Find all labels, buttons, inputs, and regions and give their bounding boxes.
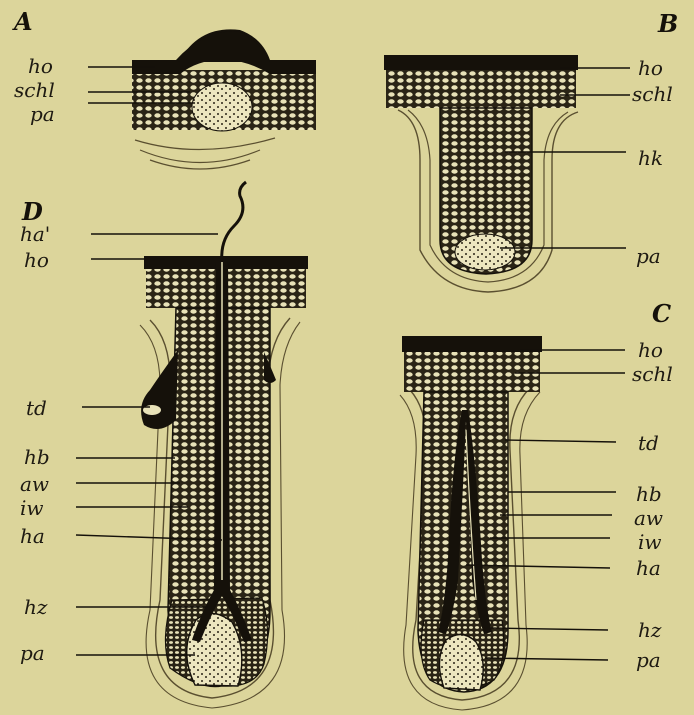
label-c-iw: iw xyxy=(638,532,662,552)
label-c-hb: hb xyxy=(636,484,662,504)
label-c-hz: hz xyxy=(638,620,661,640)
label-a-pa: pa xyxy=(30,104,55,124)
panel-b-drawing xyxy=(384,55,630,292)
leader-line xyxy=(505,440,616,442)
label-c-aw: aw xyxy=(634,508,663,528)
label-a-schl: schl xyxy=(14,80,55,100)
label-d-hb: hb xyxy=(24,447,50,467)
label-b-schl: schl xyxy=(632,84,673,104)
panel-label-c: C xyxy=(652,302,671,326)
label-c-td: td xyxy=(638,433,659,453)
label-a-ho: ho xyxy=(28,56,53,76)
panel-a-drawing xyxy=(88,29,316,169)
label-c-ho: ho xyxy=(638,340,663,360)
label-c-ha: ha xyxy=(636,558,661,578)
label-c-pa: pa xyxy=(636,650,661,670)
label-d-aw: aw xyxy=(20,474,49,494)
label-b-ho: ho xyxy=(638,58,663,78)
label-b-pa: pa xyxy=(636,246,661,266)
label-d-ha: ha xyxy=(20,526,45,546)
label-d-ho: ho xyxy=(24,250,49,270)
label-d-hz: hz xyxy=(24,597,47,617)
panel-d-drawing xyxy=(76,182,308,708)
panel-label-d: D xyxy=(22,200,43,224)
panel-label-b: B xyxy=(658,12,678,36)
label-d-td: td xyxy=(26,398,47,418)
panel-c-drawing xyxy=(400,336,625,710)
label-d-ha-prime: ha' xyxy=(20,224,50,244)
label-d-iw: iw xyxy=(20,498,44,518)
label-c-schl: schl xyxy=(632,364,673,384)
panel-label-a: A xyxy=(14,10,33,34)
label-d-pa: pa xyxy=(20,643,45,663)
label-b-hk: hk xyxy=(638,148,663,168)
